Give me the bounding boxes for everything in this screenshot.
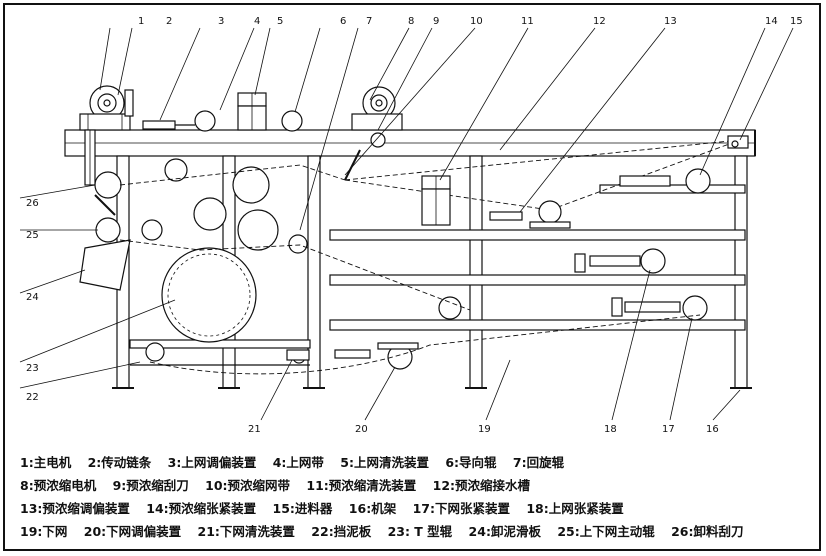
callout-15: 15 [790,16,803,27]
legend-item: 5:上网清洗装置 [340,455,429,470]
callout-13: 13 [664,16,677,27]
legend-item: 7:回旋辊 [512,455,565,470]
callout-7: 7 [366,16,372,27]
callout-9: 9 [433,16,439,27]
legend-item: 9:预浓缩刮刀 [112,478,189,493]
drive-chain [84,129,96,186]
leader-lines [19,27,794,421]
legend-item: 1:主电机 [20,455,72,470]
pre-thickening-cleaning-device [421,175,451,226]
callout-11: 11 [521,16,534,27]
legend-item: 12:预浓缩接水槽 [432,478,531,493]
callout-6: 6 [340,16,346,27]
callout-21: 21 [248,424,261,435]
callout-22: 22 [26,392,39,403]
legend-item: 2:传动链条 [87,455,152,470]
discharge-scraper [94,194,116,216]
legend-item: 22:挡泥板 [311,524,372,539]
legend-item: 24:卸泥滑板 [468,524,541,539]
pre-thickening-tension-device [619,168,711,194]
pre-thickening-scraper [344,132,386,181]
callout-10: 10 [470,16,483,27]
legend-item: 17:下网张紧装置 [412,501,510,516]
upper-web-roller [194,110,303,132]
legend-item: 16:机架 [348,501,397,516]
lower-web-tension-device [611,295,708,321]
callout-20: 20 [355,424,368,435]
callout-17: 17 [662,424,675,435]
legend-item: 8:预浓缩电机 [20,478,97,493]
pre-thickening-motor [351,86,403,131]
upper-web-cleaning-device [237,92,267,131]
legend-item: 11:预浓缩清洗装置 [306,478,417,493]
lower-web [119,164,701,375]
legend-item: 14:预浓缩张紧装置 [146,501,257,516]
drawing-frame [3,3,821,551]
callout-24: 24 [26,292,39,303]
legend-row-1: 1:主电机 2:传动链条 3:上网调偏装置 4:上网带 5:上网清洗装置 6:导… [20,452,576,474]
main-motor [79,85,134,131]
callout-16: 16 [706,424,719,435]
feeder [727,135,749,149]
callout-14: 14 [765,16,778,27]
callout-labels: 1 2 3 4 5 6 7 8 9 10 11 12 13 14 15 16 1… [26,16,803,435]
callout-8: 8 [408,16,414,27]
callout-18: 18 [604,424,617,435]
legend-item: 3:上网调偏装置 [167,455,257,470]
legend-row-4: 19:下网 20:下网调偏装置 21:下网清洗装置 22:挡泥板 23: T 型… [20,521,755,543]
legend-item: 20:下网调偏装置 [83,524,182,539]
legend-item: 4:上网带 [272,455,324,470]
callout-3: 3 [218,16,224,27]
pre-thickening-web [344,139,741,211]
callout-12: 12 [593,16,606,27]
legend-row-3: 13:预浓缩调偏装置 14:预浓缩张紧装置 15:进料器 16:机架 17:下网… [20,498,636,520]
callout-26: 26 [26,198,39,209]
lower-web-deviation-device [334,342,419,359]
press-rollers [141,158,462,370]
legend-item: 15:进料器 [272,501,333,516]
callout-1: 1 [138,16,144,27]
lower-web-cleaning-device [286,349,310,361]
legend-item: 6:导向辊 [445,455,497,470]
t-roller [161,247,257,343]
legend-item: 19:下网 [20,524,68,539]
callout-23: 23 [26,363,39,374]
callout-19: 19 [478,424,491,435]
sludge-slide [79,239,131,291]
frame-rails [129,184,746,349]
legend-item: 13:预浓缩调偏装置 [20,501,130,516]
callout-2: 2 [166,16,172,27]
upper-web-deviation-device [142,120,195,130]
callout-4: 4 [254,16,260,27]
legend-item: 23: T 型辊 [387,524,453,539]
main-drive-rollers [94,171,122,243]
callout-25: 25 [26,230,39,241]
legend-item: 21:下网清洗装置 [197,524,295,539]
legend-item: 18:上网张紧装置 [526,501,624,516]
legend-item: 25:上下网主动辊 [557,524,655,539]
legend-item: 26:卸料刮刀 [671,524,744,539]
legend-row-2: 8:预浓缩电机 9:预浓缩刮刀 10:预浓缩网带 11:预浓缩清洗装置 12:预… [20,475,542,497]
callout-5: 5 [277,16,283,27]
upper-web-tension-device [574,248,666,274]
pre-thickening-deviation-device [489,200,571,229]
legend-item: 10:预浓缩网带 [205,478,291,493]
